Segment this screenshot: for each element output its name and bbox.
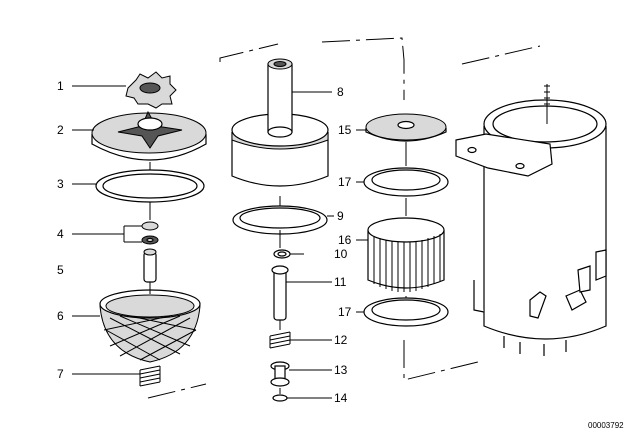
label-13: 13	[334, 363, 348, 377]
label-2: 2	[57, 123, 64, 137]
label-12: 12	[334, 333, 348, 347]
part-11-tube	[271, 265, 289, 321]
part-2-cover	[91, 110, 207, 161]
label-8: 8	[337, 85, 344, 99]
part-12-spring	[269, 331, 291, 349]
label-17-upper: 17	[338, 175, 352, 189]
reservoir-housing	[455, 84, 607, 356]
leader-lines	[72, 85, 368, 399]
part-15-disc	[365, 113, 447, 142]
part-10-clip	[273, 249, 291, 259]
label-6: 6	[57, 309, 64, 323]
label-16: 16	[338, 233, 352, 247]
part-1-knob	[125, 71, 177, 109]
label-11: 11	[334, 275, 347, 289]
drawing-code: 00003792	[588, 421, 624, 430]
part-8-cap	[231, 58, 329, 187]
part-17-ring-lower	[363, 297, 449, 327]
label-5: 5	[57, 263, 64, 277]
part-4-washers	[141, 221, 159, 245]
label-17-lower: 17	[338, 305, 352, 319]
label-9: 9	[337, 209, 344, 223]
part-14-ring	[272, 394, 288, 402]
label-1: 1	[57, 79, 64, 93]
part-13-spool	[270, 361, 290, 387]
label-7: 7	[57, 367, 64, 381]
label-14: 14	[334, 391, 348, 405]
label-10: 10	[334, 247, 348, 261]
label-3: 3	[57, 177, 64, 191]
part-9-ring	[232, 205, 328, 235]
label-15: 15	[338, 123, 352, 137]
part-17-ring-upper	[363, 167, 449, 197]
part-7-spring	[139, 365, 161, 387]
part-16-filter	[367, 217, 445, 292]
part-6-strainer	[99, 289, 201, 363]
part-5-pin	[143, 248, 157, 283]
part-3-ring	[95, 169, 205, 203]
label-4: 4	[57, 227, 64, 241]
frame-lines	[147, 37, 541, 399]
